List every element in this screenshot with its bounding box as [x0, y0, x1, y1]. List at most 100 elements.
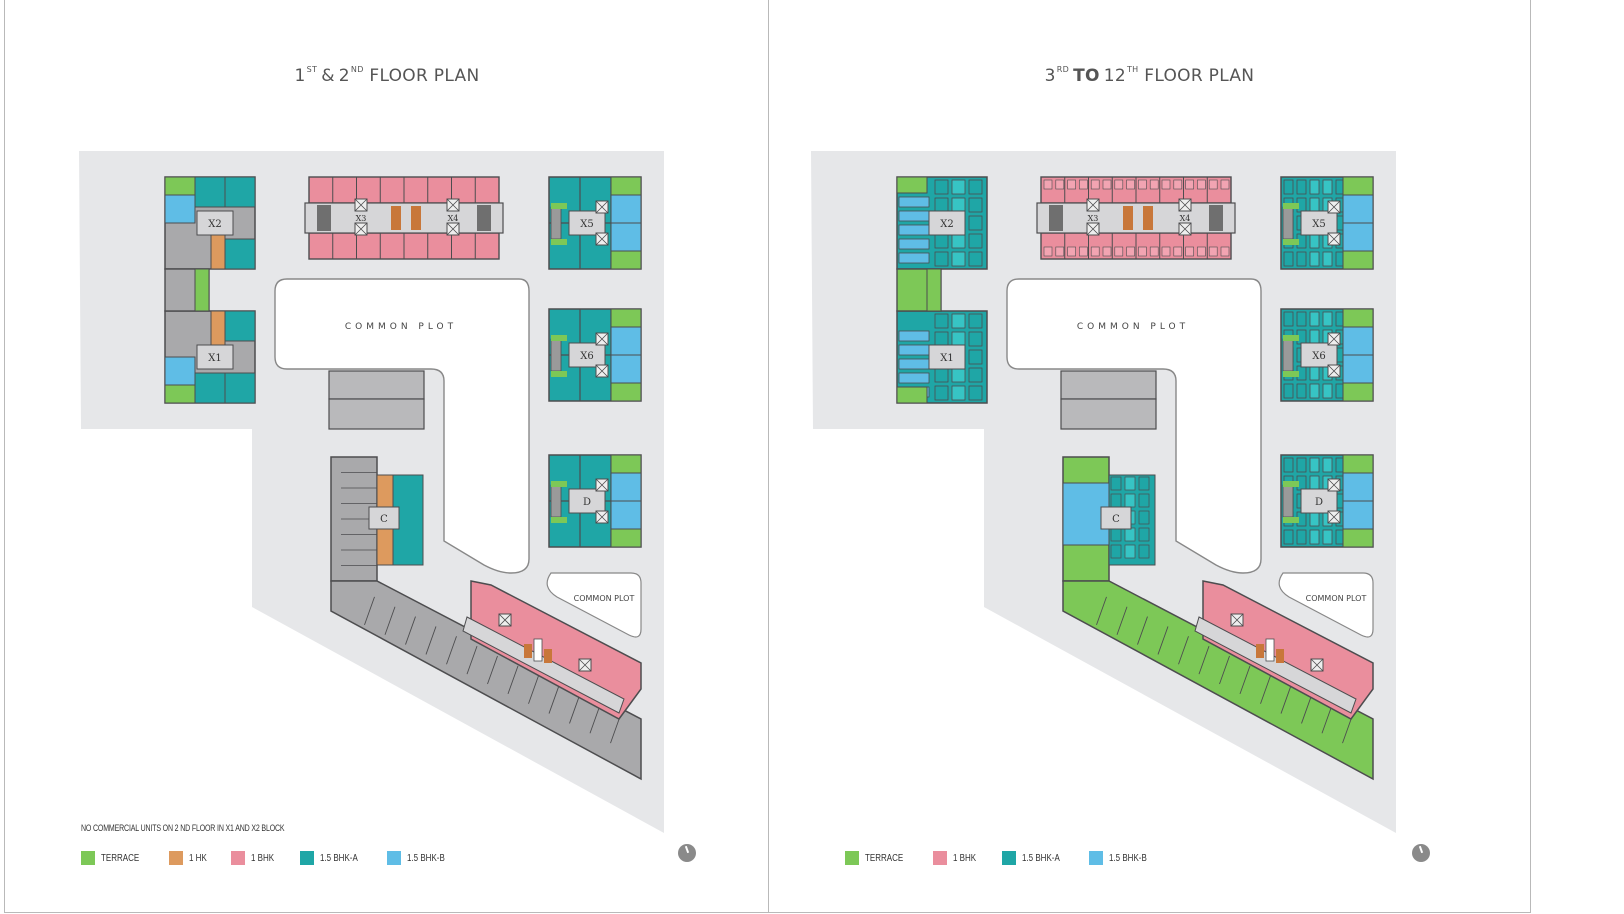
- legend-swatch: [168, 851, 183, 865]
- unit-1-hk: [210, 310, 226, 346]
- room: [1283, 311, 1294, 327]
- block-label: X6: [580, 351, 593, 362]
- terrace: [610, 528, 642, 548]
- room: [1322, 383, 1333, 399]
- common-plot-small: [1278, 572, 1374, 638]
- legend-swatch: [81, 851, 95, 865]
- staircase: [1282, 338, 1294, 372]
- room: [1220, 179, 1230, 190]
- room: [968, 313, 983, 329]
- block-label: C: [1112, 514, 1120, 525]
- room: [898, 358, 930, 370]
- balcony: [551, 481, 567, 487]
- legend-label: 1.5 BHK-A: [319, 852, 358, 864]
- room: [1124, 544, 1136, 559]
- unit-wall: [610, 714, 621, 744]
- lift-cross: [498, 613, 512, 627]
- room: [1126, 246, 1135, 257]
- block-label: X2: [208, 219, 221, 230]
- room: [1173, 246, 1183, 257]
- room: [1283, 179, 1294, 195]
- room: [1309, 457, 1320, 473]
- room: [1114, 246, 1124, 257]
- legend-item: 1.5 BHK-B: [1088, 851, 1156, 865]
- terrace: [610, 250, 642, 270]
- common-plot: [1006, 278, 1262, 574]
- room: [1309, 511, 1320, 527]
- staircase-brown: [1123, 206, 1133, 230]
- room: [1309, 251, 1320, 267]
- room: [968, 251, 983, 267]
- room: [1208, 246, 1218, 257]
- unit-1-5-bhk-b: [164, 194, 196, 224]
- block-label: D: [1315, 497, 1323, 508]
- corridor: [462, 616, 625, 714]
- room: [1149, 179, 1159, 190]
- block-label: X5: [580, 219, 593, 230]
- unit-wall: [1301, 695, 1312, 724]
- terrace: [1342, 454, 1374, 474]
- room: [968, 331, 983, 347]
- unit-1-5-bhk-b: [164, 356, 196, 386]
- lift-cross: [595, 510, 609, 524]
- terrace: [610, 382, 642, 402]
- room: [1296, 457, 1307, 473]
- lift-cross: [1327, 232, 1341, 246]
- room: [934, 331, 949, 347]
- staircase-brown: [1256, 644, 1264, 658]
- lift-cross: [595, 332, 609, 346]
- legend-item: 1.5 BHK-B: [387, 851, 454, 865]
- terrace: [610, 308, 642, 328]
- staircase: [550, 338, 562, 372]
- room: [1185, 246, 1194, 257]
- lift-cross: [1327, 364, 1341, 378]
- room: [951, 197, 966, 213]
- terrace: [1342, 250, 1374, 270]
- terrace: [194, 268, 210, 312]
- terrace: [1342, 176, 1374, 196]
- block-core: [196, 210, 234, 236]
- legend-swatch: [1088, 851, 1103, 865]
- room: [968, 197, 983, 213]
- lift-cross: [578, 658, 592, 672]
- unit-1-5-bhk-a: [224, 372, 256, 404]
- room: [1110, 527, 1122, 542]
- block-core: [928, 344, 966, 370]
- room: [968, 349, 983, 365]
- lift-cross: [1327, 332, 1341, 346]
- unit-1-5-bhk-a: [194, 372, 226, 404]
- room: [898, 330, 930, 342]
- room: [1079, 179, 1088, 190]
- lift-cross: [1327, 478, 1341, 492]
- legend-label: 1 BHK: [952, 852, 976, 864]
- room: [1220, 246, 1230, 257]
- ramp: [328, 370, 425, 400]
- room: [1138, 476, 1150, 491]
- block-core: [1300, 488, 1338, 514]
- lift-cross: [1230, 613, 1244, 627]
- legend-swatch: [299, 851, 314, 865]
- unit-1-hk: [210, 234, 226, 270]
- block-core: [1300, 342, 1338, 368]
- staircase: [1049, 205, 1063, 231]
- room: [1309, 329, 1320, 345]
- room: [951, 233, 966, 249]
- commercial-wing: [330, 580, 642, 781]
- room: [1067, 179, 1076, 190]
- unit-wall: [364, 596, 375, 626]
- unit-wall: [1096, 596, 1107, 626]
- room: [1149, 246, 1159, 257]
- block-core: [196, 344, 234, 370]
- room: [1296, 529, 1307, 545]
- unit-wall: [446, 636, 457, 665]
- unit-wall: [466, 645, 478, 675]
- room: [1102, 179, 1112, 190]
- room: [968, 367, 983, 383]
- room: [1138, 246, 1147, 257]
- unit-wall: [1260, 675, 1271, 704]
- room: [898, 224, 930, 236]
- stair-core: [1265, 638, 1275, 662]
